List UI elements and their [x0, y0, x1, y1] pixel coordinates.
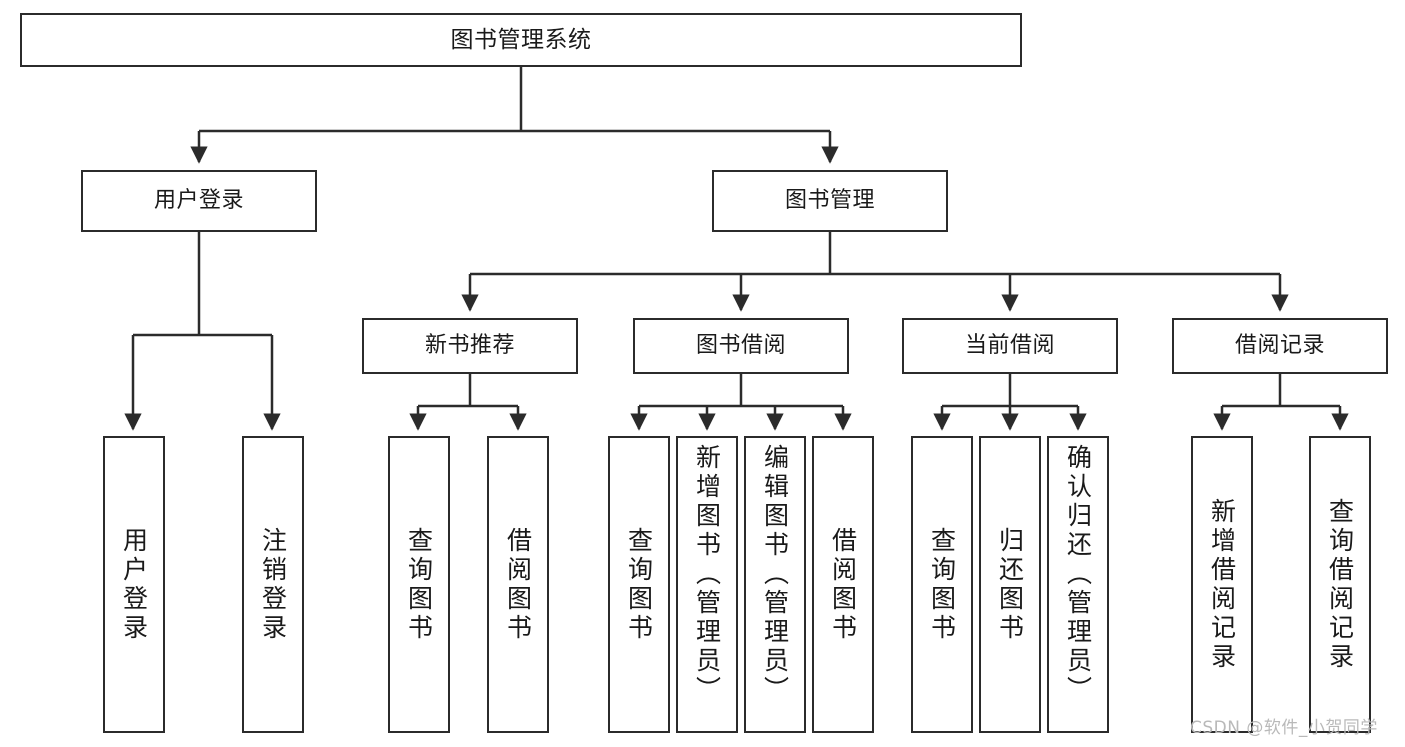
node-leaf-add-book[interactable]: 新增图书（管理员） [676, 436, 738, 733]
node-label: 借阅记录 [1234, 333, 1325, 358]
node-label: 用户登录 [119, 526, 149, 643]
node-leaf-query-book-recommend[interactable]: 查询图书 [388, 436, 450, 733]
node-new-book-recommend[interactable]: 新书推荐 [362, 318, 578, 374]
node-leaf-query-book-borrow[interactable]: 查询图书 [608, 436, 670, 733]
node-label: 确认归还（管理员） [1063, 444, 1093, 705]
node-label: 查询图书 [624, 526, 654, 643]
node-borrow-record[interactable]: 借阅记录 [1172, 318, 1388, 374]
node-label: 当前借阅 [964, 333, 1055, 358]
node-label: 借阅图书 [828, 526, 858, 643]
node-label: 图书管理系统 [450, 26, 592, 53]
node-label: 查询图书 [927, 526, 957, 643]
node-label: 用户登录 [153, 188, 244, 213]
node-leaf-add-borrow-record[interactable]: 新增借阅记录 [1191, 436, 1253, 733]
node-leaf-logout[interactable]: 注销登录 [242, 436, 304, 733]
node-label: 图书借阅 [695, 333, 786, 358]
node-root-book-management-system[interactable]: 图书管理系统 [20, 13, 1022, 67]
node-leaf-query-book-current[interactable]: 查询图书 [911, 436, 973, 733]
node-label: 借阅图书 [503, 526, 533, 643]
node-leaf-query-borrow-record[interactable]: 查询借阅记录 [1309, 436, 1371, 733]
node-label: 新增借阅记录 [1207, 497, 1237, 672]
node-current-borrow[interactable]: 当前借阅 [902, 318, 1118, 374]
watermark: CSDN @软件_小贺同学 [1190, 718, 1378, 738]
node-label: 新书推荐 [424, 333, 515, 358]
node-leaf-edit-book[interactable]: 编辑图书（管理员） [744, 436, 806, 733]
node-book-borrow[interactable]: 图书借阅 [633, 318, 849, 374]
node-leaf-return-book[interactable]: 归还图书 [979, 436, 1041, 733]
node-book-management[interactable]: 图书管理 [712, 170, 948, 232]
node-label: 图书管理 [784, 188, 875, 213]
node-user-login[interactable]: 用户登录 [81, 170, 317, 232]
node-label: 编辑图书（管理员） [760, 444, 790, 705]
node-label: 查询借阅记录 [1325, 497, 1355, 672]
node-label: 查询图书 [404, 526, 434, 643]
node-label: 新增图书（管理员） [692, 444, 722, 705]
node-label: 归还图书 [995, 526, 1025, 643]
node-leaf-borrow-book-recommend[interactable]: 借阅图书 [487, 436, 549, 733]
node-leaf-user-login[interactable]: 用户登录 [103, 436, 165, 733]
node-leaf-borrow-book[interactable]: 借阅图书 [812, 436, 874, 733]
node-label: 注销登录 [258, 526, 288, 643]
node-leaf-confirm-return[interactable]: 确认归还（管理员） [1047, 436, 1109, 733]
